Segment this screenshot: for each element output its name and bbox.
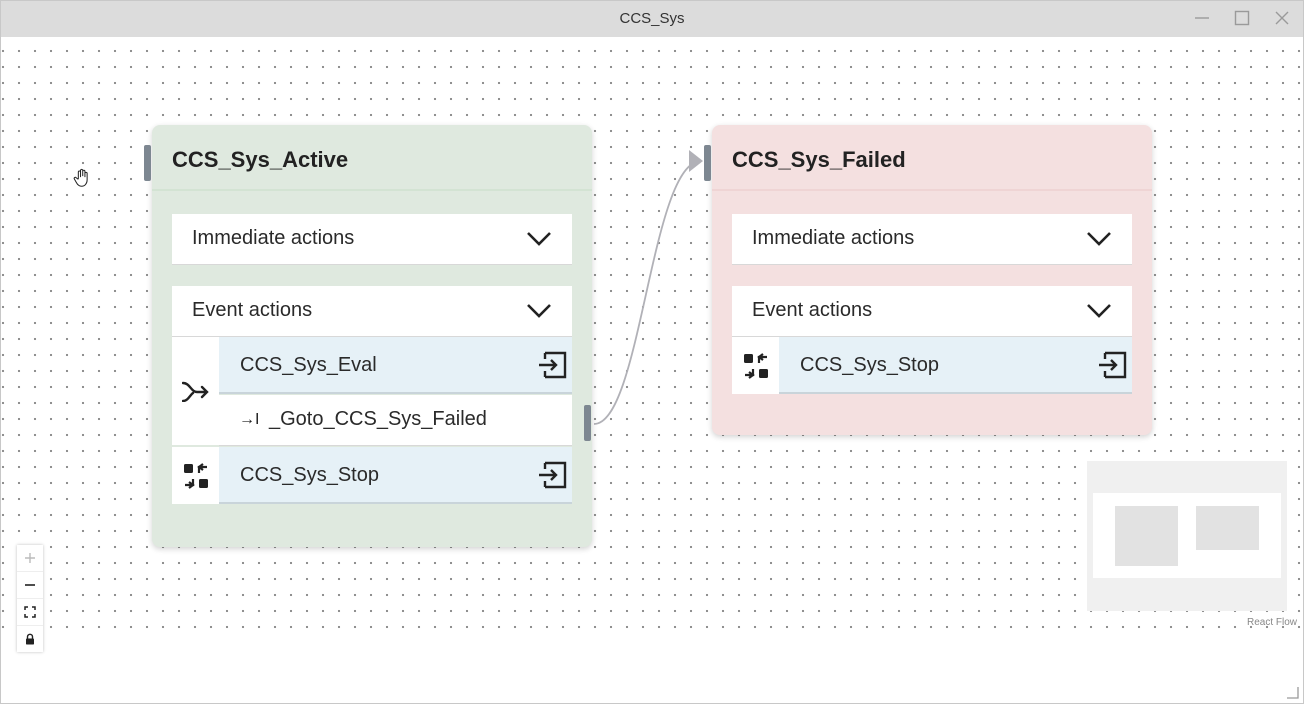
zoom-in-button[interactable]	[17, 545, 43, 572]
event-actions-dropdown[interactable]: Event actions	[732, 286, 1132, 337]
header-divider	[152, 189, 592, 191]
minimize-button[interactable]	[1189, 7, 1215, 29]
exit-icon[interactable]	[538, 460, 568, 490]
swap-blocks-icon	[172, 447, 219, 504]
close-button[interactable]	[1269, 7, 1295, 29]
event-actions-label: Event actions	[192, 299, 313, 321]
maximize-button[interactable]	[1229, 7, 1255, 29]
immediate-actions-dropdown[interactable]: Immediate actions	[732, 214, 1132, 265]
minimap-node	[1115, 506, 1178, 566]
node-title: CCS_Sys_Active	[172, 147, 349, 172]
immediate-actions-dropdown[interactable]: Immediate actions	[172, 214, 572, 265]
swap-blocks-icon	[732, 337, 779, 394]
chevron-down-icon	[527, 232, 551, 246]
pan-hand-cursor-icon	[73, 168, 88, 187]
event-action-row-stop[interactable]: CCS_Sys_Stop	[219, 447, 572, 504]
minimap-node	[1196, 506, 1259, 550]
merge-arrow-icon	[172, 337, 219, 445]
event-action-row-eval[interactable]: CCS_Sys_Eval	[219, 337, 572, 394]
state-node-active[interactable]: CCS_Sys_Active Immediate actions Event a…	[144, 125, 592, 547]
immediate-actions-label: Immediate actions	[192, 227, 355, 249]
fit-view-button[interactable]	[17, 599, 43, 626]
event-actions-dropdown[interactable]: Event actions	[172, 286, 572, 337]
minimap[interactable]	[1087, 461, 1287, 611]
lock-icon	[26, 633, 34, 645]
exit-icon[interactable]	[1098, 350, 1128, 380]
zoom-out-button[interactable]	[17, 572, 43, 599]
exit-icon[interactable]	[538, 350, 568, 380]
event-action-row-stop[interactable]: CCS_Sys_Stop	[779, 337, 1132, 394]
react-flow-attribution[interactable]: React Flow	[1246, 617, 1297, 628]
action-label: CCS_Sys_Eval	[240, 354, 377, 376]
lock-button[interactable]	[17, 626, 43, 652]
close-icon	[1275, 11, 1289, 25]
action-label: CCS_Sys_Stop	[800, 354, 939, 376]
resize-grip-icon[interactable]	[1285, 685, 1299, 699]
minimize-icon	[1195, 17, 1209, 19]
title-bar: CCS_Sys	[1, 1, 1303, 37]
window-title: CCS_Sys	[619, 10, 685, 27]
goto-arrow-icon: →I	[239, 411, 260, 428]
node-title: CCS_Sys_Failed	[732, 147, 906, 172]
plus-icon	[25, 553, 35, 563]
flow-canvas[interactable]: CCS_Sys_Active Immediate actions Event a…	[1, 37, 1303, 652]
immediate-actions-label: Immediate actions	[752, 227, 915, 249]
flow-controls	[17, 545, 43, 652]
node-source-handle[interactable]	[584, 405, 591, 441]
minus-icon	[25, 584, 35, 586]
chevron-down-icon	[1087, 304, 1111, 318]
event-actions-label: Event actions	[752, 299, 873, 321]
node-target-handle[interactable]	[144, 145, 151, 181]
chevron-down-icon	[1087, 232, 1111, 246]
maximize-icon	[1234, 10, 1250, 26]
fit-view-icon	[24, 606, 36, 618]
transition-edge[interactable]	[1, 37, 1303, 635]
header-divider	[712, 189, 1152, 191]
goto-label: _Goto_CCS_Sys_Failed	[269, 408, 487, 430]
action-label: CCS_Sys_Stop	[240, 464, 379, 486]
state-node-failed[interactable]: CCS_Sys_Failed Immediate actions Event a…	[704, 125, 1152, 435]
node-target-handle[interactable]	[704, 145, 711, 181]
chevron-down-icon	[527, 304, 551, 318]
goto-row[interactable]: →I _Goto_CCS_Sys_Failed	[219, 395, 572, 446]
